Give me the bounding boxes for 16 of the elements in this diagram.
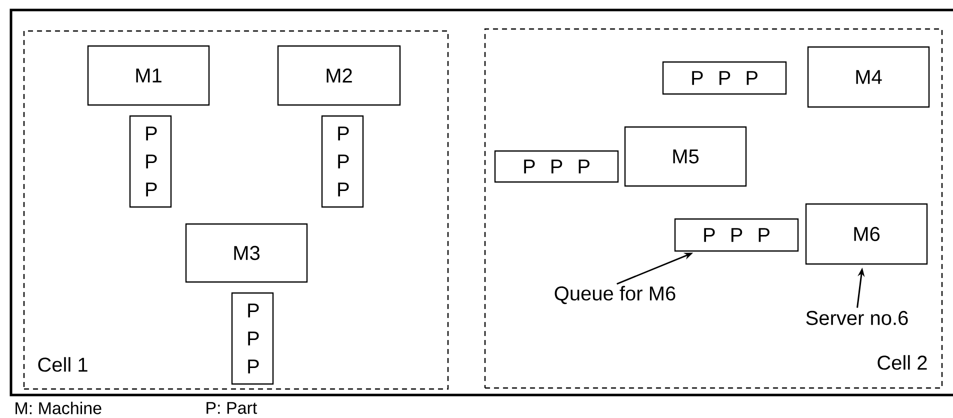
queue-box: P P P: [129, 115, 172, 208]
queue-box: P P P: [231, 292, 274, 385]
machine-box: M4: [807, 46, 930, 108]
legend-text: M: Machine: [16, 402, 102, 414]
machine-box: M5: [624, 126, 747, 187]
machine-box: M2: [277, 45, 401, 106]
machine-box: M1: [87, 45, 210, 106]
machine-box: M6: [805, 203, 928, 265]
queue-box: P P P: [662, 61, 787, 95]
legend-text: P: Part: [206, 402, 258, 414]
annotation-text: Queue for M6: [554, 286, 676, 304]
queue-box: P P P: [674, 218, 799, 252]
queue-box: P P P: [494, 150, 619, 183]
machine-box: M3: [185, 223, 308, 283]
queue-box: P P P: [321, 115, 364, 208]
annotation-text: Server no.6: [806, 310, 908, 326]
